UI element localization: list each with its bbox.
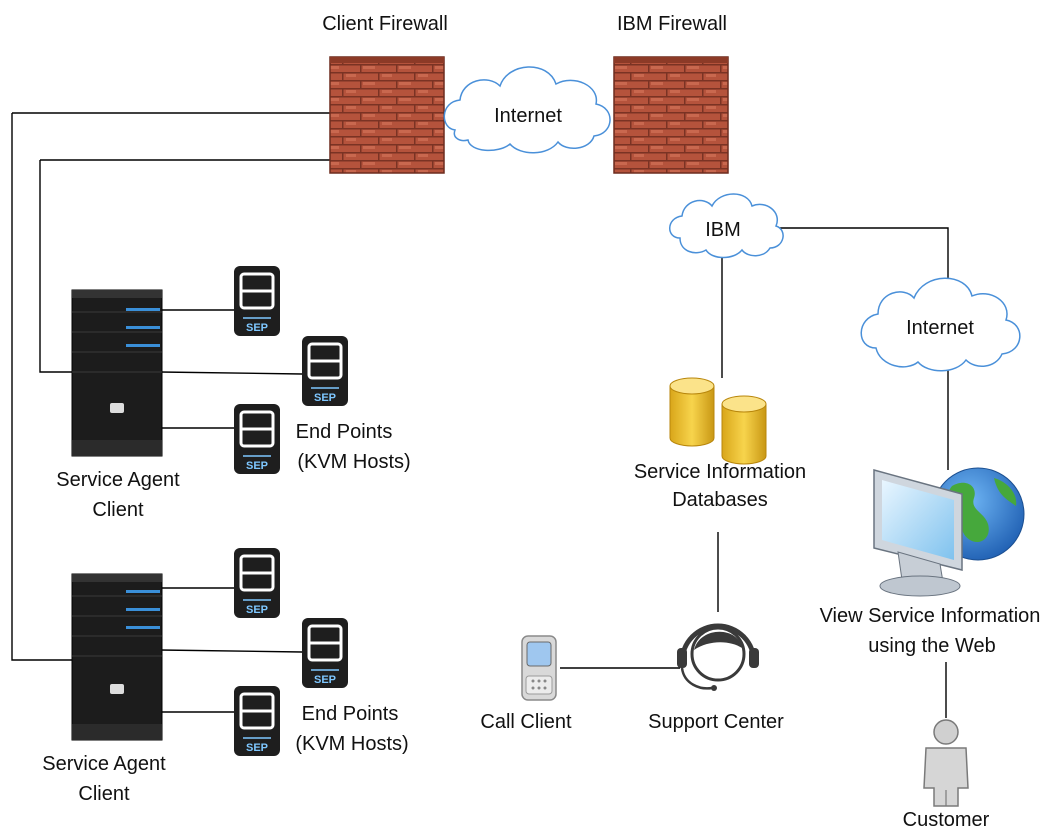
headset-agent-icon: [677, 623, 759, 691]
sep-endpoint-icon: SEP: [302, 336, 348, 406]
support-center-label: Support Center: [648, 711, 784, 733]
sep-endpoint-icon: SEP: [234, 266, 280, 336]
databases-label-line2: Databases: [672, 489, 768, 511]
view-service-label-line1: View Service Information: [820, 605, 1041, 627]
service-agent-2-label-line2: Client: [78, 783, 130, 805]
sep-badge: SEP: [246, 460, 268, 472]
sep-badge: SEP: [314, 674, 336, 686]
end-points-1-label-line2: (KVM Hosts): [297, 451, 410, 473]
customer-label: Customer: [903, 809, 990, 831]
sep-endpoint-icon: SEP: [302, 618, 348, 688]
ibm-cloud: [669, 193, 784, 259]
internet-right-label: Internet: [906, 317, 974, 339]
database-icon: [721, 395, 767, 465]
service-agent-1-label-line2: Client: [92, 499, 144, 521]
end-points-2-label-line1: End Points: [302, 703, 399, 725]
internet-top-label: Internet: [494, 105, 562, 127]
internet-cloud-top: [443, 66, 611, 154]
mobile-phone-icon: [521, 635, 557, 701]
ibm-firewall-label: IBM Firewall: [617, 13, 727, 35]
view-service-label-line2: using the Web: [868, 635, 996, 657]
service-agent-1-label-line1: Service Agent: [56, 469, 180, 491]
ibm-firewall: [613, 56, 729, 174]
sep-endpoint-icon: SEP: [234, 404, 280, 474]
connection-lines: [11, 112, 949, 718]
sep-badge: SEP: [246, 604, 268, 616]
client-firewall-label: Client Firewall: [322, 13, 448, 35]
client-firewall: [329, 56, 445, 174]
sep-badge: SEP: [314, 392, 336, 404]
end-points-2-label-line2: (KVM Hosts): [295, 733, 408, 755]
sep-badge: SEP: [246, 322, 268, 334]
service-agent-2-label-line1: Service Agent: [42, 753, 166, 775]
call-client-label: Call Client: [480, 711, 572, 733]
database-icon: [669, 377, 715, 447]
sep-badge: SEP: [246, 742, 268, 754]
monitor-icon: [873, 469, 963, 597]
sep-endpoint-icon: SEP: [234, 548, 280, 618]
service-agent-server-2: [71, 573, 163, 741]
databases-label-line1: Service Information: [634, 461, 806, 483]
end-points-1-label-line1: End Points: [296, 421, 393, 443]
service-agent-server-1: [71, 289, 163, 457]
internet-cloud-right: [860, 277, 1021, 372]
sep-endpoint-icon: SEP: [234, 686, 280, 756]
ibm-cloud-label: IBM: [705, 219, 741, 241]
customer-person-icon: [923, 719, 969, 807]
